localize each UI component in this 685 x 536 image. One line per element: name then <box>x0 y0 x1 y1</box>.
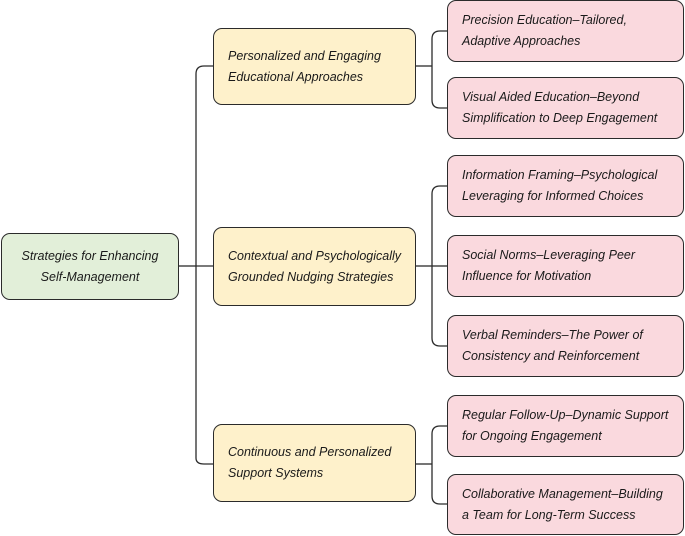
leaf-node-information-framing: Information Framing–Psychological Levera… <box>447 155 684 217</box>
leaf-node-line-2: Leveraging for Informed Choices <box>462 189 644 203</box>
branch-node-support-systems: Continuous and Personalized Support Syst… <box>213 424 416 502</box>
branch-node-line-1: Continuous and Personalized <box>228 445 392 459</box>
leaf-node-line-1: Information Framing–Psychological <box>462 168 658 182</box>
leaf-node-collaborative-management: Collaborative Management–Building a Team… <box>447 474 684 535</box>
branch-node-line-1: Contextual and Psychologically <box>228 248 402 263</box>
leaf-node-line-2: Simplification to Deep Engagement <box>462 111 658 125</box>
root-node: Strategies for Enhancing Self-Management <box>1 233 179 300</box>
branch-node-line-1: Personalized and Engaging <box>228 48 381 63</box>
leaf-node-line-2: a Team for Long-Term Success <box>462 507 636 522</box>
leaf-node-line-2: Consistency and Reinforcement <box>462 349 640 363</box>
leaf-node-precision-education: Precision Education–Tailored, Adaptive A… <box>447 0 684 62</box>
branch-node-line-2: Grounded Nudging Strategies <box>228 269 394 284</box>
connector-branch-1-leaves <box>431 30 447 109</box>
connector-branch-3-leaves <box>431 425 447 505</box>
root-node-line-1: Strategies for Enhancing <box>21 248 159 263</box>
leaf-node-line-1: Collaborative Management–Building <box>462 486 663 501</box>
branch-node-line-2: Support Systems <box>228 466 324 480</box>
leaf-node-verbal-reminders: Verbal Reminders–The Power of Consistenc… <box>447 315 684 377</box>
connector-root-branch-1 <box>195 65 213 465</box>
leaf-node-line-2: Influence for Motivation <box>462 269 592 283</box>
leaf-node-line-2: Adaptive Approaches <box>462 34 581 48</box>
root-node-line-2: Self-Management <box>40 269 140 284</box>
branch-node-nudging-strategies: Contextual and Psychologically Grounded … <box>213 227 416 306</box>
leaf-node-line-1: Social Norms–Leveraging Peer <box>462 248 636 262</box>
branch-node-line-2: Educational Approaches <box>228 69 364 84</box>
leaf-node-line-2: for Ongoing Engagement <box>462 429 602 443</box>
leaf-node-line-1: Regular Follow-Up–Dynamic Support <box>462 408 669 422</box>
leaf-node-visual-aided-education: Visual Aided Education–Beyond Simplifica… <box>447 77 684 139</box>
leaf-node-line-1: Visual Aided Education–Beyond <box>462 90 640 104</box>
leaf-node-line-1: Precision Education–Tailored, <box>462 13 627 27</box>
leaf-node-social-norms: Social Norms–Leveraging Peer Influence f… <box>447 235 684 297</box>
leaf-node-regular-follow-up: Regular Follow-Up–Dynamic Support for On… <box>447 395 684 457</box>
branch-node-personalized-education: Personalized and Engaging Educational Ap… <box>213 28 416 105</box>
leaf-node-line-1: Verbal Reminders–The Power of <box>462 328 643 342</box>
